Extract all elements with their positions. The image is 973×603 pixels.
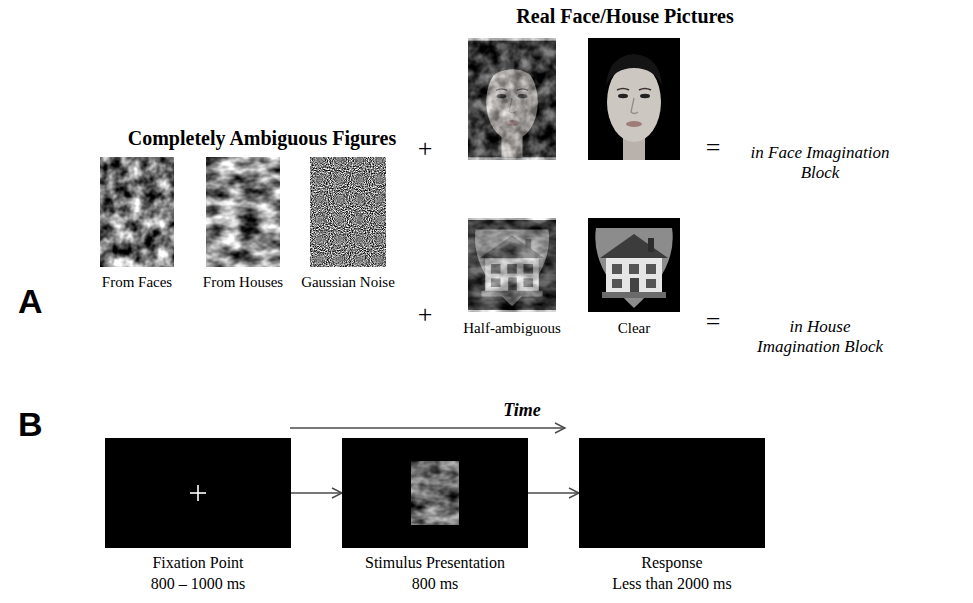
stimulus-noise <box>411 461 459 525</box>
axis-label: Time <box>503 400 540 421</box>
panel-heading: Completely Ambiguous Figures <box>128 127 397 150</box>
frame-caption: Fixation Point800 – 1000 ms <box>65 552 331 594</box>
panel-heading: Real Face/House Pictures <box>516 5 733 28</box>
image-caption: From Faces <box>102 274 172 291</box>
plus-operator: + <box>418 134 433 164</box>
duration-text: Less than 2000 ms <box>539 573 805 594</box>
image-caption: From Houses <box>203 274 283 291</box>
screen-frame: Stimulus Presentation800 ms <box>342 438 528 548</box>
frame-title: Stimulus Presentation <box>302 552 568 573</box>
image-caption: Clear <box>618 320 650 337</box>
clear-house <box>588 218 680 312</box>
block-label: in Face Imagination Block <box>750 143 890 182</box>
duration-text: 800 – 1000 ms <box>65 573 331 594</box>
image-caption: Gaussian Noise <box>301 274 395 291</box>
image-caption: Half-ambiguous <box>463 320 560 337</box>
panel-letter: A <box>18 282 43 321</box>
gaussian-noise-image <box>310 157 386 267</box>
time-arrow <box>290 423 565 433</box>
block-label: in House Imagination Block <box>750 317 890 356</box>
fixation-cross <box>190 485 206 501</box>
plus-operator: + <box>418 300 433 330</box>
flow-arrow <box>291 488 342 498</box>
clear-face <box>588 38 680 160</box>
panel-letter: B <box>18 405 43 444</box>
half-ambiguous-house <box>468 218 556 312</box>
frame-title: Response <box>539 552 805 573</box>
screen-frame: Fixation Point800 – 1000 ms <box>105 438 291 548</box>
face-noise-image <box>100 157 174 267</box>
frame-title: Fixation Point <box>65 552 331 573</box>
equals-operator: = <box>706 133 721 163</box>
equals-operator: = <box>706 307 721 337</box>
frame-caption: ResponseLess than 2000 ms <box>539 552 805 594</box>
house-noise-image <box>206 157 280 267</box>
flow-arrow <box>528 488 579 498</box>
frame-caption: Stimulus Presentation800 ms <box>302 552 568 594</box>
duration-text: 800 ms <box>302 573 568 594</box>
screen-frame: ResponseLess than 2000 ms <box>579 438 765 548</box>
half-ambiguous-face <box>468 38 556 160</box>
